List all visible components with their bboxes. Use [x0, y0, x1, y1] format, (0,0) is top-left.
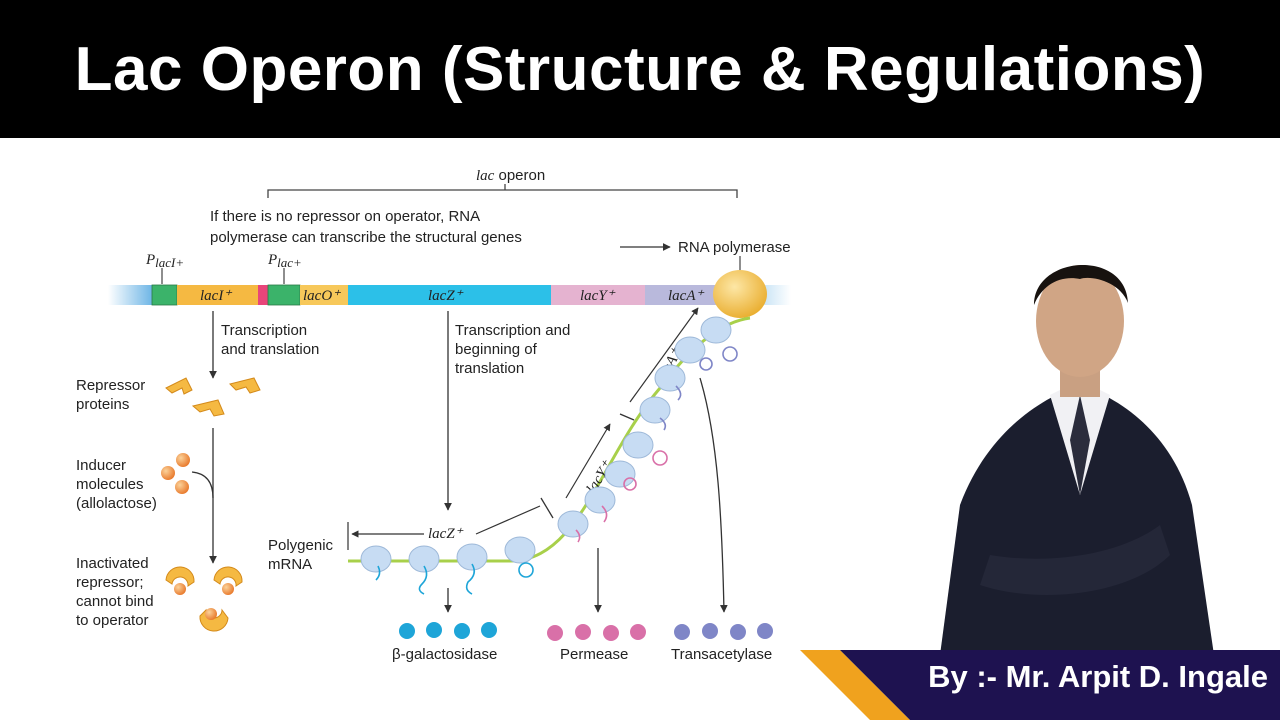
- inactivated-label-3: cannot bind: [76, 593, 154, 610]
- laca-gene-label: lacA⁺: [668, 288, 704, 304]
- operon-label: lac operon: [476, 167, 545, 184]
- mrna-label-1: Polygenic: [268, 537, 334, 554]
- inactivated-label-4: to operator: [76, 612, 149, 629]
- promoter-laci-segment: [151, 284, 178, 306]
- lacz-gene-label: lacZ⁺: [428, 288, 464, 304]
- author-byline: By :- Mr. Arpit D. Ingale: [928, 659, 1268, 694]
- laci-gene-label: lacI⁺: [200, 288, 232, 304]
- repressor-label-1: Repressor: [76, 377, 145, 394]
- inducer-label-3: (allolactose): [76, 495, 157, 512]
- page-title: Lac Operon (Structure & Regulations): [74, 34, 1206, 104]
- spacer-segment: [258, 285, 268, 305]
- title-bar: Lac Operon (Structure & Regulations): [0, 0, 1280, 138]
- transacetylase-product-arrow: [699, 377, 728, 613]
- transacetylase-label: Transacetylase: [671, 646, 772, 663]
- presenter-photo: [940, 264, 1214, 655]
- bgal-protein-icon: [399, 622, 497, 639]
- lacy-gene-label: lacY⁺: [580, 288, 616, 304]
- permease-protein-icon: [547, 624, 646, 641]
- inactivated-label-1: Inactivated: [76, 555, 149, 572]
- lacy-gene-segment: [551, 285, 645, 305]
- note-text-2: polymerase can transcribe the structural…: [210, 229, 522, 246]
- mrna-label-2: mRNA: [268, 556, 312, 573]
- nascent-polypeptides: [375, 346, 738, 595]
- promoter-lac-label: Plac+: [267, 252, 302, 270]
- inactivated-repressor-icon: [165, 566, 243, 632]
- repressor-label-2: proteins: [76, 396, 129, 413]
- dna-strand: [108, 284, 791, 306]
- operon-bracket: [267, 184, 738, 198]
- repressor-protein-icon: [165, 377, 261, 417]
- inducer-join-line: [191, 471, 214, 499]
- transcription-label-2: and translation: [221, 341, 319, 358]
- mrna-lacz-label: lacZ⁺: [428, 526, 464, 542]
- inducer-molecule-icon: [161, 453, 190, 494]
- rna-polymerase-label: RNA polymerase: [678, 239, 791, 256]
- inducer-label-2: molecules: [76, 476, 144, 493]
- lac-operon-diagram: lac operon If there is no repressor on o…: [76, 167, 791, 663]
- ribosome-icons: [360, 316, 732, 573]
- permease-label: Permease: [560, 646, 628, 663]
- transcription-label-1: Transcription: [221, 322, 307, 339]
- transacetylase-protein-icon: [674, 623, 773, 640]
- mrna-laca-span-arrow: [629, 307, 699, 403]
- author-banner: [800, 650, 1280, 720]
- inactivated-label-2: repressor;: [76, 574, 144, 591]
- promoter-laci-label: PlacI+: [145, 252, 184, 270]
- laco-gene-label: lacO⁺: [303, 288, 341, 304]
- beginning-label-1: Transcription and: [455, 322, 570, 339]
- lacz-gene-segment: [348, 285, 551, 305]
- bgal-label: β-galactosidase: [392, 646, 497, 663]
- note-text-1: If there is no repressor on operator, RN…: [210, 208, 480, 225]
- laca-gene-segment: [645, 285, 717, 305]
- beginning-label-2: beginning of: [455, 341, 538, 358]
- beginning-label-3: translation: [455, 360, 524, 377]
- laci-gene-segment: [177, 285, 258, 305]
- laco-segment: [300, 285, 348, 305]
- mrna-lacy-span-arrow: [565, 423, 611, 499]
- inducer-label-1: Inducer: [76, 457, 126, 474]
- promoter-lac-segment: [267, 284, 301, 306]
- rna-polymerase-icon: [713, 270, 767, 318]
